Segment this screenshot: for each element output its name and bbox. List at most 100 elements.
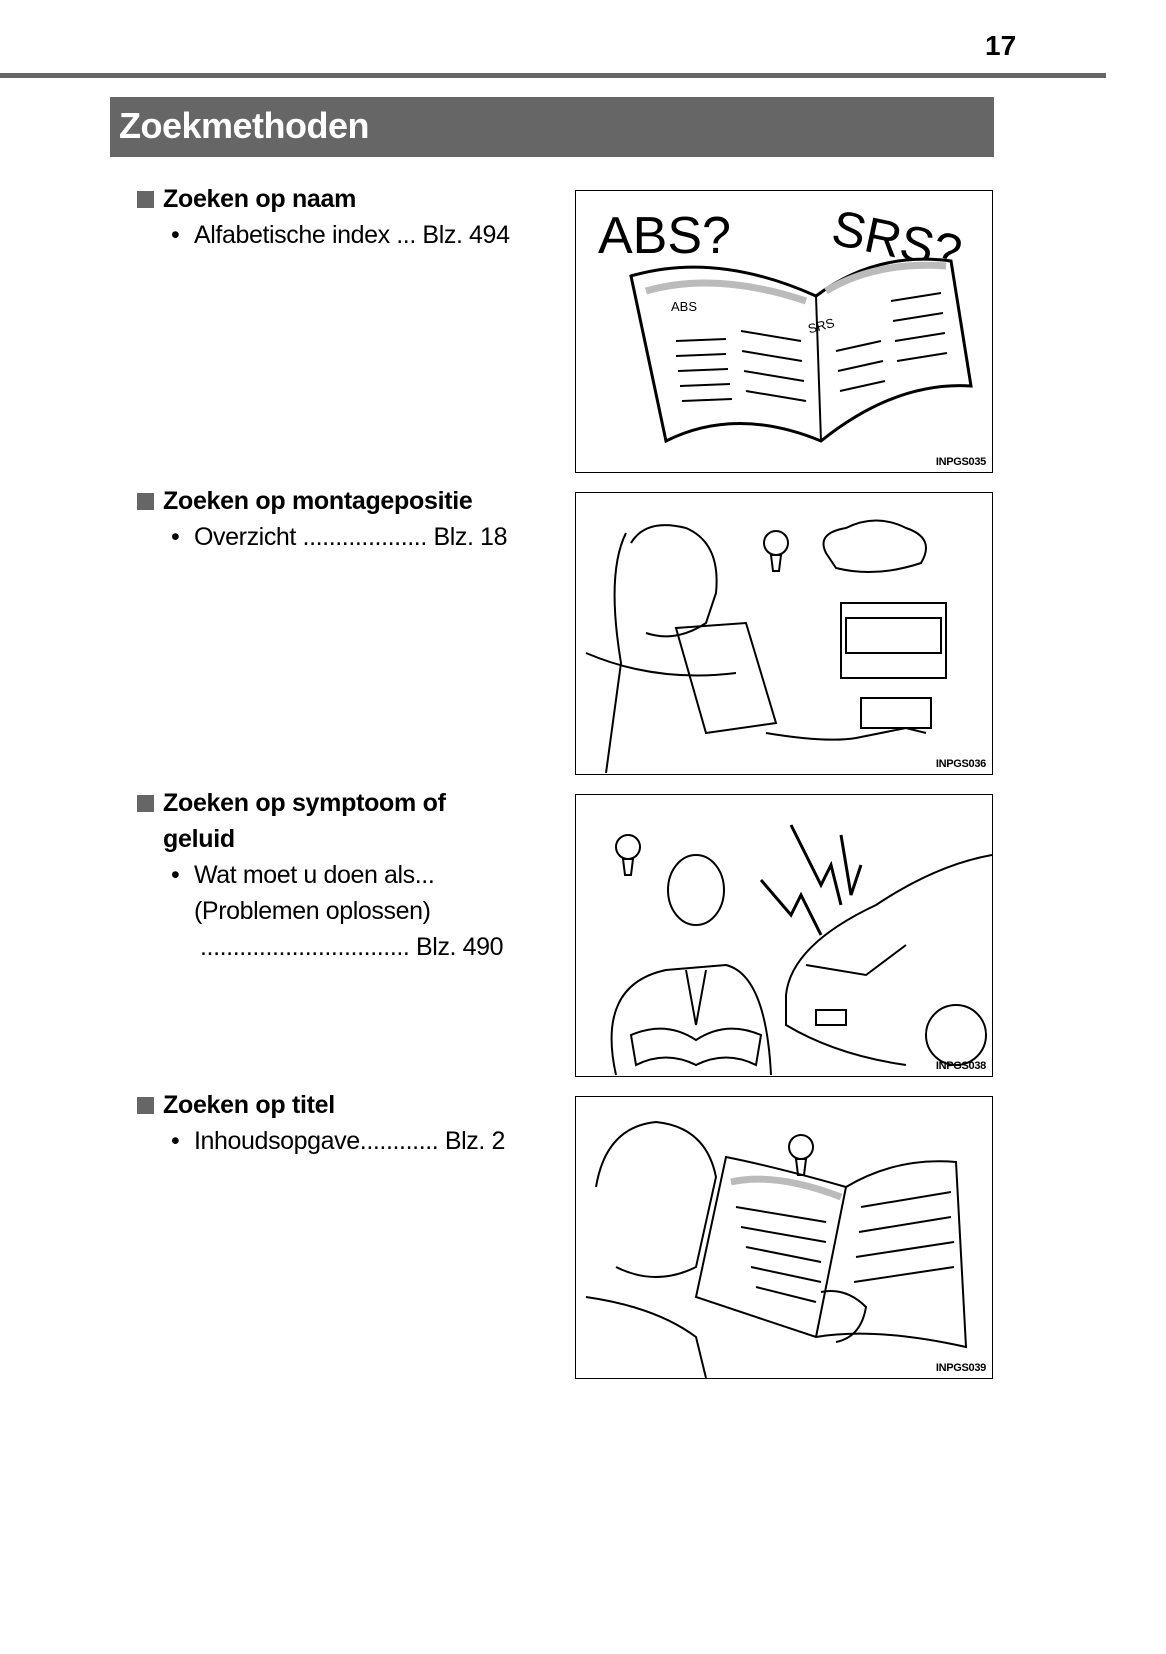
bullet-icon: •	[171, 523, 180, 551]
illustration-stroke	[730, 1175, 843, 1201]
illustration-stroke	[839, 834, 863, 896]
section-search-by-name: Zoeken op naam • Alfabetische index ... B…	[137, 181, 567, 253]
illustration-stroke	[840, 602, 947, 679]
header-rule	[0, 73, 1106, 78]
illustration-stroke	[679, 383, 731, 387]
illustration-stroke	[750, 1266, 822, 1283]
illustration-stroke	[667, 854, 725, 926]
illustration-stroke	[822, 519, 927, 573]
list-item-reference: ................................ Blz. 49…	[137, 929, 567, 965]
illustration-stroke	[794, 1158, 808, 1176]
illustration-stroke	[585, 1296, 707, 1378]
illustration-stroke	[845, 617, 942, 654]
square-bullet-icon	[137, 191, 154, 208]
person-car-illustration	[610, 824, 992, 1076]
illustration-stroke	[740, 1226, 827, 1243]
square-bullet-icon	[137, 795, 154, 812]
illustration-stroke	[763, 530, 789, 556]
illustration-stroke	[595, 1120, 718, 1278]
illustration-label: ABS?	[598, 207, 731, 265]
illustration-stroke	[675, 353, 727, 357]
section-heading: Zoeken op naam	[137, 181, 567, 217]
illustration-stroke	[839, 380, 886, 392]
section-heading: Zoeken op montagepositie	[137, 483, 567, 519]
illustration-stroke	[745, 390, 807, 402]
list-item: • Overzicht ................... Blz. 18	[137, 519, 567, 555]
illustration-stroke	[735, 1206, 827, 1223]
illustration-stroke	[890, 292, 942, 302]
book-illustration: ABS? SRS? ABS SRS	[598, 199, 973, 444]
illustration-stroke	[820, 1290, 868, 1343]
heading-text: Zoeken op naam	[163, 185, 357, 213]
bullet-icon: •	[171, 221, 180, 249]
illustration-stroke	[685, 969, 707, 1026]
figure-person-and-car: INPGS038	[575, 794, 993, 1077]
reference-link[interactable]: Alfabetische index ... Blz. 494	[194, 221, 510, 249]
list-item-continued: (Problemen oplossen)	[137, 893, 567, 929]
heading-text: Zoeken op symptoom of geluid	[163, 789, 446, 853]
illustration-stroke	[858, 1216, 952, 1233]
illustration-stroke	[894, 332, 946, 342]
illustration-stroke	[741, 350, 803, 362]
illustration-stroke	[615, 834, 641, 860]
square-bullet-icon	[137, 493, 154, 510]
illustration-stroke	[759, 879, 823, 936]
illustration-stroke	[630, 524, 718, 638]
reader-illustration	[585, 1120, 968, 1378]
illustration-stroke	[745, 1246, 822, 1263]
figure-driver-with-manual: INPGS036	[575, 492, 993, 775]
section-search-by-symptom: Zoeken op symptoom of geluid •Wat moet u…	[137, 785, 567, 965]
illustration-stroke	[815, 1186, 847, 1338]
illustration-stroke	[681, 398, 733, 402]
illustration-stroke	[789, 824, 843, 906]
illustration-stroke	[896, 352, 948, 362]
item-text: (Problemen oplossen)	[194, 897, 431, 925]
illustration-stroke	[892, 312, 944, 322]
illustration-stroke	[755, 1286, 817, 1303]
section-search-by-position: Zoeken op montagepositie • Overzicht ....…	[137, 483, 567, 555]
figure-code: INPGS038	[935, 1060, 986, 1072]
section-heading: Zoeken op symptoom of geluid	[137, 785, 523, 857]
illustration-stroke	[677, 368, 729, 372]
heading-text: Zoeken op montagepositie	[163, 487, 473, 515]
illustration-stroke	[645, 279, 808, 305]
page-title: Zoekmethoden	[119, 105, 370, 146]
bullet-icon: •	[171, 1127, 180, 1155]
illustration-stroke	[925, 1004, 987, 1066]
illustration-stroke	[743, 370, 805, 382]
illustration-stroke	[860, 697, 932, 729]
illustration-stroke	[805, 944, 907, 977]
illustration-stroke	[694, 1155, 968, 1349]
list-item: • Alfabetische index ... Blz. 494	[137, 217, 567, 253]
illustration-stroke	[629, 1027, 763, 1067]
illustration-stroke	[629, 257, 973, 444]
illustration-label: ABS	[671, 299, 697, 314]
illustration-stroke	[785, 995, 907, 1066]
figure-reader-with-book: INPGS039	[575, 1096, 993, 1379]
illustration-stroke	[853, 1266, 955, 1283]
illustration-stroke	[765, 726, 927, 741]
illustration-stroke	[860, 1191, 952, 1208]
illustration-stroke	[621, 858, 635, 876]
illustration-stroke	[815, 295, 822, 442]
square-bullet-icon	[137, 1097, 154, 1114]
figure-code: INPGS035	[935, 456, 986, 468]
illustration-stroke	[605, 532, 627, 774]
reference-link[interactable]: Inhoudsopgave............ Blz. 2	[194, 1127, 506, 1155]
bullet-icon: •	[171, 861, 180, 889]
illustration-stroke	[585, 652, 737, 677]
list-item: • Inhoudsopgave............ Blz. 2	[137, 1123, 567, 1159]
heading-text: Zoeken op titel	[163, 1091, 335, 1119]
illustration-stroke	[675, 338, 727, 342]
illustration-stroke	[610, 963, 772, 1076]
reference-link[interactable]: ................................ Blz. 49…	[200, 933, 504, 961]
reference-link[interactable]: Overzicht ................... Blz. 18	[194, 523, 508, 551]
illustration-stroke	[674, 621, 778, 735]
illustration-stroke	[769, 554, 783, 572]
figure-code: INPGS036	[935, 758, 986, 770]
illustration-stroke	[837, 360, 884, 372]
illustration-stroke	[740, 330, 802, 342]
illustration-stroke	[835, 340, 882, 352]
illustration-label: SRS	[806, 315, 836, 336]
